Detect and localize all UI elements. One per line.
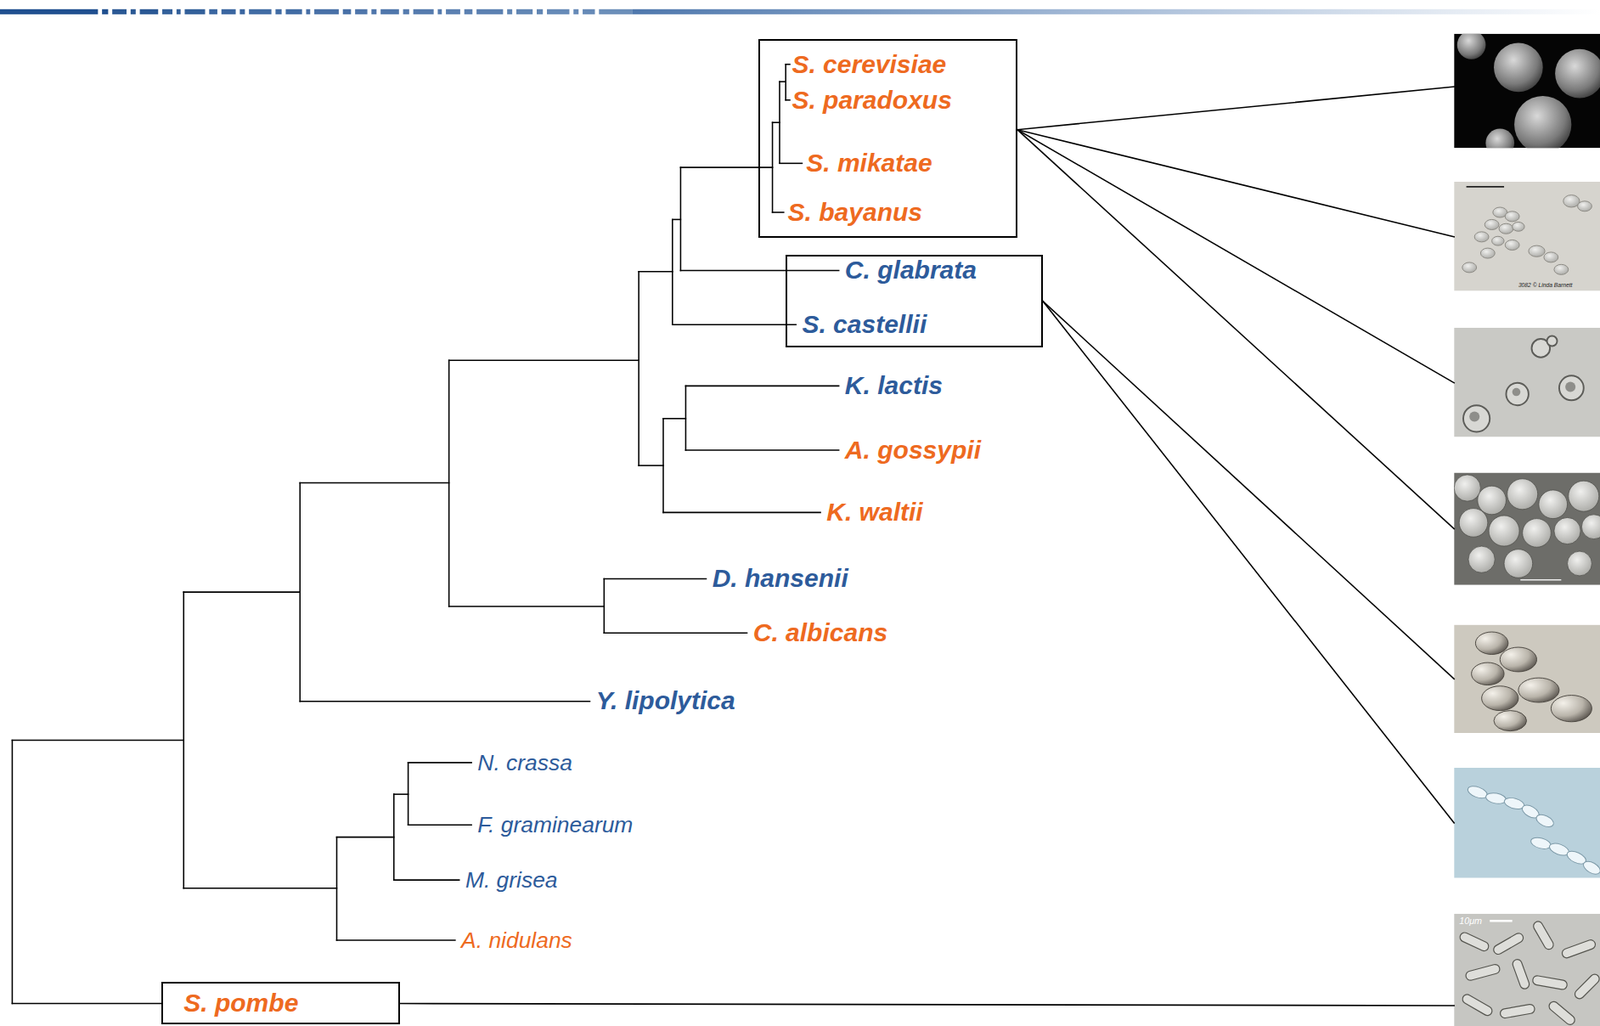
tree-branch: [337, 939, 456, 941]
species-name: S. castellii: [801, 311, 927, 338]
species-name: C. glabrata: [845, 257, 977, 283]
species-name: N. crassa: [477, 750, 573, 773]
leader-line: [1017, 129, 1454, 237]
leader-line: [1017, 129, 1454, 530]
tree-branch: [394, 793, 409, 795]
tree-branch: [11, 1002, 161, 1005]
tree-branch: [663, 417, 686, 420]
species-name: D. hansenii: [712, 565, 849, 592]
species-name: S. mikatae: [805, 150, 933, 176]
species-name: F. graminearum: [477, 813, 633, 836]
yeast-photo: [1453, 33, 1600, 149]
tree-branch: [11, 739, 184, 742]
tree-branch: [785, 63, 790, 66]
leader-line: [1017, 129, 1454, 384]
tree-branch: [685, 385, 839, 388]
leader-line: [1042, 301, 1454, 680]
clade-box: S. cerevisiae S. paradoxus S. mikatae S. ba…: [758, 39, 1018, 238]
species-name: A. gossypii: [845, 437, 981, 463]
species-name: S. paradoxus: [791, 87, 953, 113]
tree-branch: [772, 121, 780, 124]
tree-branch: [603, 579, 606, 634]
tree-branch: [299, 482, 449, 485]
tree-branch: [449, 605, 605, 608]
tree-branch: [183, 591, 300, 593]
tree-branch: [663, 512, 821, 514]
tree-branch: [394, 878, 460, 881]
species-name: K. waltii: [826, 499, 923, 525]
tree-branch: [672, 323, 796, 326]
tree-branch: [603, 578, 706, 581]
tree-branch: [408, 761, 472, 764]
tree-branch: [638, 270, 673, 273]
species-name: S. pombe: [183, 990, 299, 1016]
tree-branch: [672, 219, 682, 221]
clade-box: C. glabrata S. castellii: [785, 254, 1043, 347]
tree-branch: [638, 464, 664, 467]
tree-branch: [408, 823, 472, 826]
header-bar: [0, 9, 1600, 15]
leader-line: [1017, 86, 1454, 130]
yeast-photo: [1453, 181, 1600, 292]
species-name: C. albicans: [753, 619, 888, 646]
species-name: M. grisea: [465, 868, 558, 891]
leader-line: [1042, 301, 1454, 823]
species-name: A. nidulans: [461, 928, 573, 951]
tree-branch: [680, 270, 839, 272]
tree-branch: [603, 631, 747, 634]
tree-branch: [772, 211, 784, 214]
species-name: Y. lipolytica: [596, 687, 736, 714]
photo-credit: 3082 © Linda Barnett: [1518, 282, 1573, 289]
yeast-photo: [1453, 913, 1600, 1026]
species-name: S. cerevisiae: [791, 51, 947, 78]
tree-branch: [449, 360, 639, 362]
clade-box: S. pombe: [161, 981, 400, 1025]
tree-branch: [785, 99, 790, 102]
species-name: K. lactis: [845, 372, 943, 399]
yeast-photo: [1453, 473, 1600, 586]
yeast-photo: [1453, 767, 1600, 879]
tree-branch: [685, 449, 839, 451]
tree-branch: [299, 700, 590, 703]
tree-branch: [183, 887, 337, 890]
tree-branch: [779, 163, 802, 165]
tree-branch: [337, 836, 395, 839]
yeast-photo: [1453, 625, 1600, 733]
tree-branch: [11, 739, 14, 1003]
tree-branch: [637, 271, 640, 466]
scale-bar-label: 10μm: [1459, 915, 1482, 925]
species-name: S. bayanus: [788, 199, 923, 226]
yeast-photo: [1453, 327, 1600, 438]
leader-line: [400, 1003, 1454, 1006]
tree-branch: [779, 80, 786, 83]
